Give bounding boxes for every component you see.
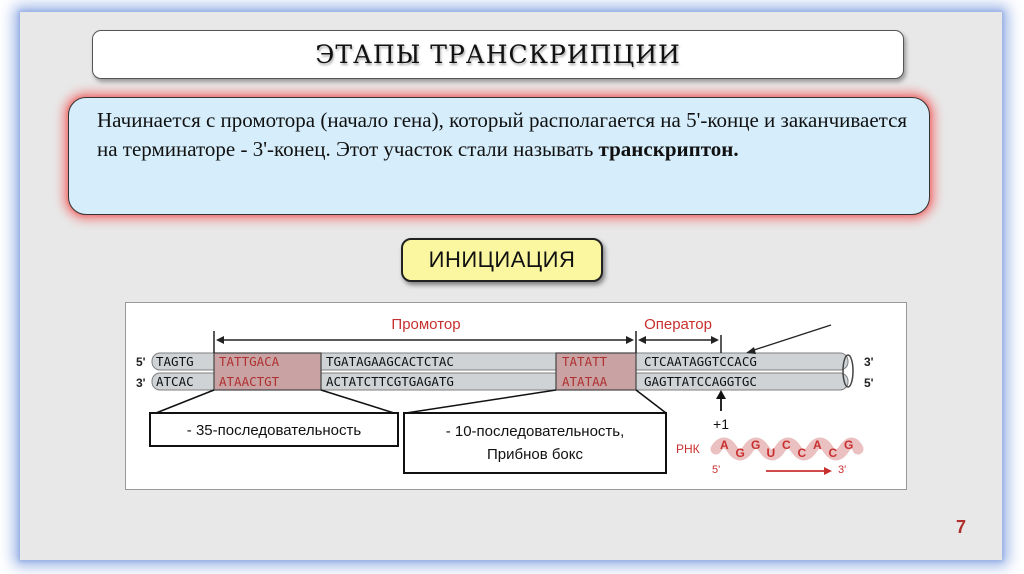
rna-5-label: 5' [712, 464, 720, 476]
rna-3-label: 3' [838, 464, 846, 476]
bottom-seq-2: ATAACTGT [219, 374, 280, 389]
title-box: ЭТАПЫ ТРАНСКРИПЦИИ [92, 30, 904, 79]
top-seq-3: TGATAGAAGCACTCTAC [326, 354, 454, 369]
bottom-5-label: 5' [864, 376, 874, 390]
promoter-label: Промотор [391, 316, 460, 333]
rna-nucleotide: U [767, 446, 776, 460]
top-seq-4: TATATT [562, 354, 608, 369]
stage-badge: ИНИЦИАЦИЯ [401, 238, 603, 282]
top-seq-5: CTCAATAGGTCCACG [644, 354, 757, 369]
info-box: Начинается с промотора (начало гена), ко… [68, 97, 930, 215]
info-text-bold: транскриптон. [599, 137, 739, 161]
bottom-seq-5: GAGTTATCCAGGTGC [644, 374, 757, 389]
minus10-label-line1: - 10-последовательность, [446, 423, 625, 440]
minus10-label-line2: Прибнов бокс [487, 446, 584, 463]
rna-nucleotide: G [736, 446, 745, 460]
rna-nucleotide: C [782, 438, 791, 452]
info-text-main: Начинается с промотора (начало гена), ко… [97, 108, 907, 161]
pointer-arrow [751, 325, 831, 351]
top-3-label: 3' [864, 355, 874, 369]
top-seq-1: TAGTG [156, 354, 194, 369]
plus-one-label: +1 [713, 416, 729, 432]
operator-label: Оператор [644, 316, 712, 333]
info-text: Начинается с промотора (начало гена), ко… [97, 106, 909, 164]
minus10-label-box [404, 413, 666, 473]
page-number: 7 [956, 517, 966, 538]
slide-title: ЭТАПЫ ТРАНСКРИПЦИИ [315, 40, 681, 69]
rna-nucleotide: A [720, 438, 729, 452]
top-5-label: 5' [136, 355, 146, 369]
minus35-label: - 35-последовательность [187, 422, 362, 439]
top-seq-2: TATTGACA [219, 354, 280, 369]
bottom-seq-3: ACTATCTTCGTGAGATG [326, 374, 454, 389]
bottom-seq-4: ATATAA [562, 374, 608, 389]
rna-nucleotide: C [829, 446, 838, 460]
bottom-3-label: 3' [136, 376, 146, 390]
stage-label: ИНИЦИАЦИЯ [429, 247, 576, 273]
rna-nucleotide: A [813, 438, 822, 452]
rna-nucleotide: C [798, 446, 807, 460]
rna-label: РНК [676, 442, 700, 456]
promoter-diagram: Промотор Оператор 5' 3' 3' 5' TAGTG TATT… [125, 302, 907, 490]
bottom-seq-1: ATCAC [156, 374, 194, 389]
rna-nucleotide: G [844, 438, 853, 452]
rna-nucleotide: G [751, 438, 760, 452]
